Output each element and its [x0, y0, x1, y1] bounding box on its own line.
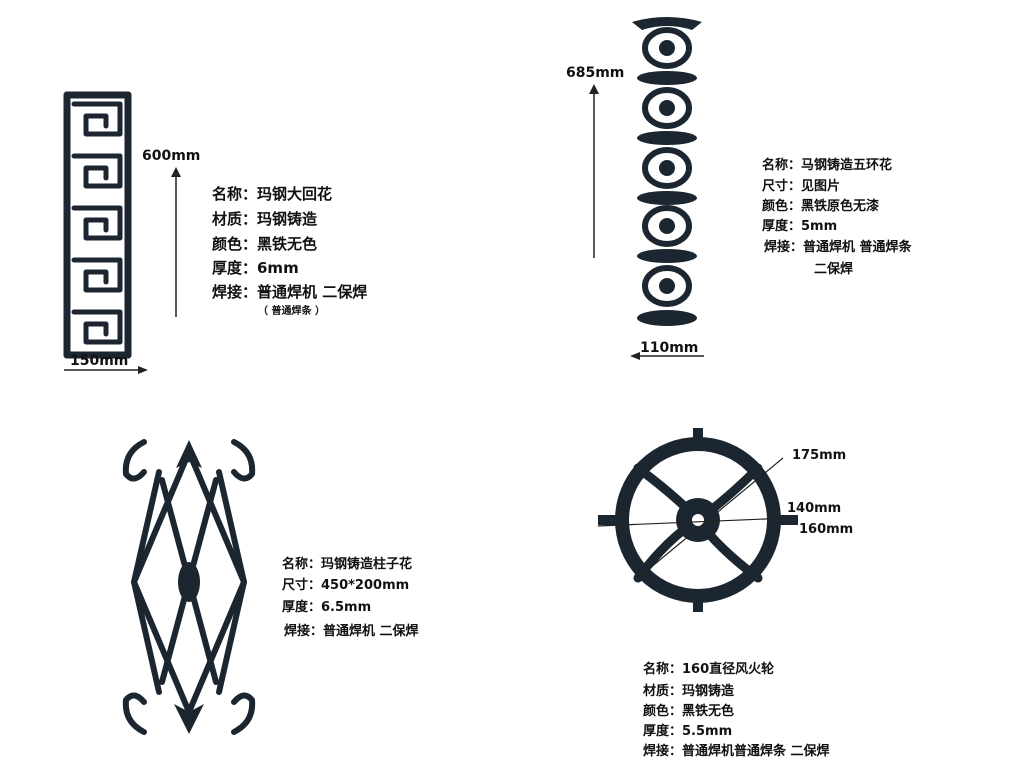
spec-material: 材质：玛钢铸造 [643, 684, 735, 699]
five-ring-baluster-image [632, 17, 702, 326]
height-arrow-2 [589, 84, 599, 258]
spec-size: 尺寸：见图片 [762, 179, 841, 194]
spec-welding: 焊接：普通焊机普通焊条 二保焊 [643, 744, 830, 759]
height-label-2: 685mm [566, 65, 625, 81]
width-label-1: 150mm [70, 353, 129, 369]
width-arrow-2 [630, 352, 704, 360]
spec-thickness: 厚度：6.5mm [282, 600, 372, 615]
spec-name: 名称：玛钢铸造柱子花 [282, 557, 413, 572]
spec-material: 材质：玛钢铸造 [212, 210, 318, 228]
spec-welding: 焊接：普通焊机 普通焊条 [764, 240, 912, 255]
diamond-lattice-ornament-image [122, 439, 256, 735]
spec-welding: 焊接：普通焊机 二保焊 [284, 624, 419, 639]
inner-diameter-label: 140mm [787, 501, 842, 516]
width-arrow-1 [64, 366, 148, 374]
ring-diameter-label: 160mm [799, 522, 854, 537]
spec-thickness: 厚度：5mm [762, 219, 838, 234]
spec-name: 名称：160直径风火轮 [643, 662, 775, 677]
spec-thickness: 厚度：6mm [212, 259, 299, 277]
height-arrow-1 [171, 167, 181, 317]
spec-welding: 焊接：普通焊机 二保焊 [212, 283, 368, 301]
spec-thickness: 厚度：5.5mm [643, 724, 733, 739]
spec-size: 尺寸：450*200mm [282, 578, 410, 593]
spec-color: 颜色：黑铁无色 [212, 235, 318, 253]
wind-fire-wheel-image [597, 428, 798, 612]
outer-diameter-label: 175mm [792, 448, 847, 463]
height-label-1: 600mm [142, 148, 201, 164]
spec-color: 颜色：黑铁原色无漆 [762, 199, 880, 214]
width-label-2: 110mm [640, 340, 699, 356]
spec-name: 名称：马钢铸造五环花 [762, 158, 893, 173]
spec-color: 颜色：黑铁无色 [643, 704, 735, 719]
spec-note: （ 普通焊条 ） [258, 306, 325, 317]
spec-name: 名称：玛钢大回花 [212, 185, 333, 203]
spec-welding-extra: 二保焊 [814, 262, 854, 277]
greek-key-panel-image [63, 91, 132, 359]
